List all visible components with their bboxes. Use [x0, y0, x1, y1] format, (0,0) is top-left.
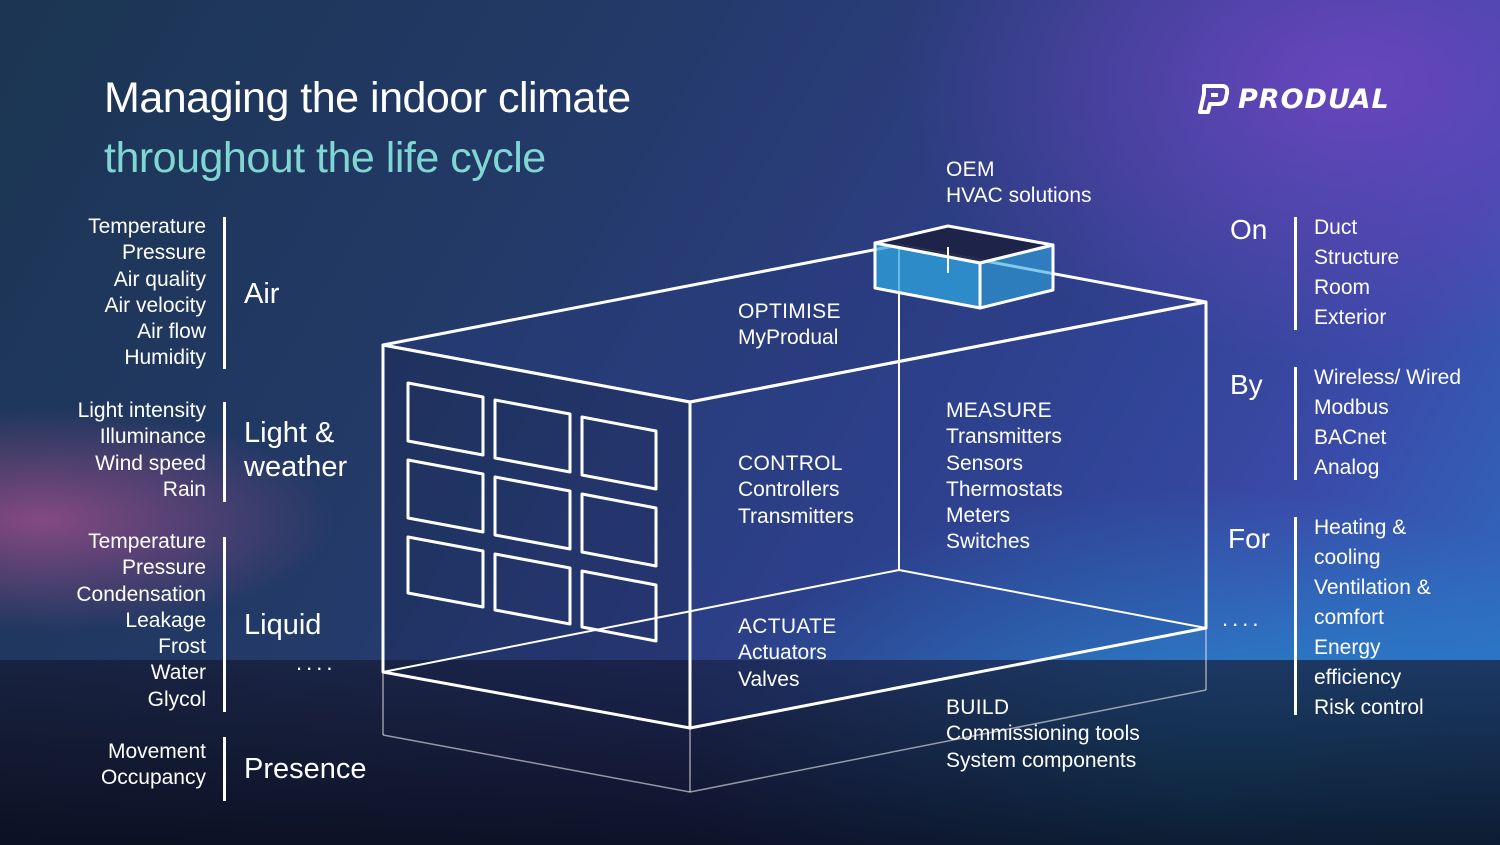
measure-title: MEASURE [946, 398, 1063, 424]
oem-block: OEM HVAC solutions [946, 157, 1092, 210]
list-item: Analog [1314, 453, 1461, 483]
page-title: Managing the indoor climate [104, 74, 631, 123]
list-item: cooling [1314, 543, 1431, 573]
control-block: CONTROL Controllers Transmitters [738, 451, 854, 530]
measure-block: MEASURE Transmitters Sensors Thermostats… [946, 398, 1063, 556]
light-weather-label-line1: Light & [244, 416, 347, 450]
measure-line: Sensors [946, 451, 1063, 477]
liquid-sensor-list: Temperature Pressure Condensation Leakag… [40, 529, 206, 713]
air-label: Air [244, 277, 279, 311]
actuate-line: Valves [738, 667, 837, 693]
measure-line: Transmitters [946, 424, 1063, 450]
build-title: BUILD [946, 695, 1140, 721]
list-item: Ventilation & [1314, 573, 1431, 603]
by-label: By [1230, 369, 1263, 401]
produal-logo-icon [1196, 82, 1230, 116]
light-weather-label-line2: weather [244, 450, 347, 484]
brand-name: PRODUAL [1238, 84, 1390, 115]
left-connector-dots: .... [296, 650, 336, 676]
liquid-label: Liquid [244, 608, 321, 642]
list-item: Water [40, 660, 206, 686]
light-sensor-list: Light intensity Illuminance Wind speed R… [40, 398, 206, 503]
list-item: Glycol [40, 687, 206, 713]
building-left-wall [383, 345, 690, 728]
build-line: System components [946, 748, 1140, 774]
list-item: Modbus [1314, 393, 1461, 423]
list-item: Illuminance [40, 424, 206, 450]
light-divider [223, 402, 226, 502]
list-item: Condensation [40, 582, 206, 608]
measure-line: Meters [946, 503, 1063, 529]
light-weather-label: Light & weather [244, 416, 347, 484]
list-item: Leakage [40, 608, 206, 634]
list-item: Heating & [1314, 513, 1431, 543]
optimise-line: MyProdual [738, 325, 841, 351]
build-block: BUILD Commissioning tools System compone… [946, 695, 1140, 774]
list-item: Risk control [1314, 693, 1431, 723]
presence-divider [223, 737, 226, 801]
list-item: Duct [1314, 213, 1399, 243]
on-list: Duct Structure Room Exterior [1314, 213, 1399, 333]
presence-sensor-list: Movement Occupancy [40, 739, 206, 792]
brand-logo: PRODUAL [1196, 82, 1390, 116]
list-item: Wind speed [40, 451, 206, 477]
build-line: Commissioning tools [946, 721, 1140, 747]
list-item: Humidity [40, 345, 206, 371]
actuate-title: ACTUATE [738, 614, 837, 640]
measure-line: Switches [946, 529, 1063, 555]
optimise-title: OPTIMISE [738, 299, 841, 325]
list-item: Air flow [40, 319, 206, 345]
list-item: Energy [1314, 633, 1431, 663]
list-item: Frost [40, 634, 206, 660]
actuate-line: Actuators [738, 640, 837, 666]
control-line: Transmitters [738, 504, 854, 530]
right-connector-dots: .... [1222, 606, 1262, 632]
liquid-divider [223, 537, 226, 712]
page-subtitle: throughout the life cycle [104, 134, 546, 183]
list-item: Temperature [40, 529, 206, 555]
list-item: Light intensity [40, 398, 206, 424]
oem-title: OEM [946, 157, 1092, 183]
measure-line: Thermostats [946, 477, 1063, 503]
oem-line: HVAC solutions [946, 183, 1092, 209]
air-divider [223, 217, 226, 369]
by-divider [1294, 367, 1297, 480]
on-divider [1294, 217, 1297, 330]
list-item: Occupancy [40, 765, 206, 791]
control-line: Controllers [738, 477, 854, 503]
optimise-block: OPTIMISE MyProdual [738, 299, 841, 352]
air-sensor-list: Temperature Pressure Air quality Air vel… [40, 214, 206, 372]
list-item: Pressure [40, 240, 206, 266]
list-item: Temperature [40, 214, 206, 240]
for-label: For [1228, 523, 1270, 555]
list-item: Air velocity [40, 293, 206, 319]
list-item: Exterior [1314, 303, 1399, 333]
on-label: On [1230, 214, 1267, 246]
actuate-block: ACTUATE Actuators Valves [738, 614, 837, 693]
list-item: Wireless/ Wired [1314, 363, 1461, 393]
for-divider [1294, 517, 1297, 715]
list-item: efficiency [1314, 663, 1431, 693]
list-item: Rain [40, 477, 206, 503]
for-list: Heating & cooling Ventilation & comfort … [1314, 513, 1431, 723]
list-item: comfort [1314, 603, 1431, 633]
list-item: BACnet [1314, 423, 1461, 453]
list-item: Movement [40, 739, 206, 765]
list-item: Pressure [40, 555, 206, 581]
list-item: Room [1314, 273, 1399, 303]
list-item: Structure [1314, 243, 1399, 273]
by-list: Wireless/ Wired Modbus BACnet Analog [1314, 363, 1461, 483]
control-title: CONTROL [738, 451, 854, 477]
presence-label: Presence [244, 752, 367, 786]
list-item: Air quality [40, 267, 206, 293]
